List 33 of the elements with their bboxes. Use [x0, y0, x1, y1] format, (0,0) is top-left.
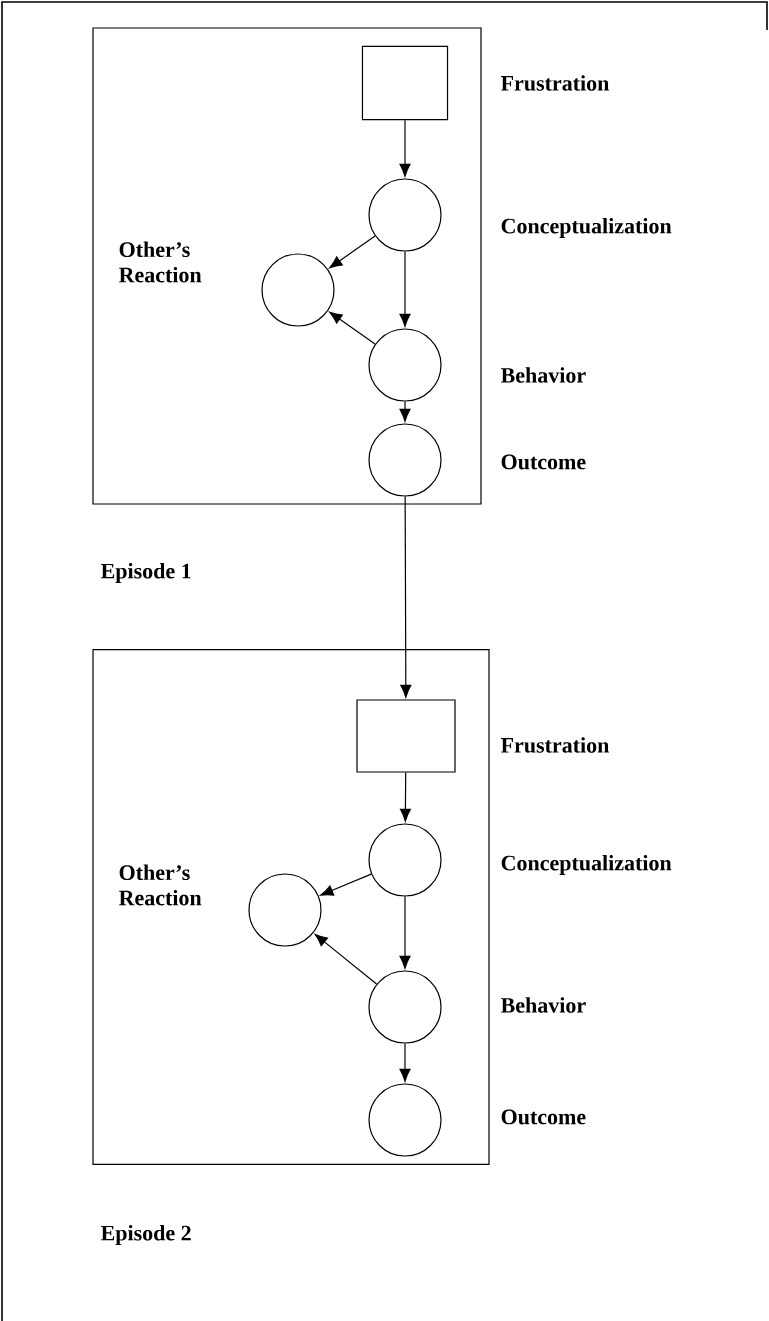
node-label: Episode 1 [100, 563, 191, 583]
node-label: Frustration [501, 737, 610, 753]
arrow [399, 401, 411, 422]
arrow [399, 119, 411, 177]
node-label: Other’s Reaction [119, 864, 202, 906]
square-node [356, 699, 456, 773]
node-label: Outcome [501, 454, 586, 470]
node-label: Frustration [501, 75, 610, 91]
arrow [399, 772, 411, 822]
arrow [400, 496, 412, 698]
node-label: Conceptualization [501, 218, 672, 238]
arrow [329, 311, 376, 345]
node-label: Behavior [500, 367, 586, 383]
circle-node [368, 1083, 442, 1157]
arrow [399, 896, 411, 969]
node-label: Conceptualization [501, 855, 672, 875]
circle-node [368, 423, 442, 497]
node-label: Behavior [500, 997, 586, 1013]
circle-node [261, 253, 335, 327]
circle-node [368, 823, 442, 897]
arrow [329, 235, 376, 269]
circle-node [248, 873, 322, 947]
circle-node [368, 328, 442, 402]
arrow [399, 1043, 411, 1082]
circle-node [368, 970, 442, 1044]
arrow [320, 873, 372, 896]
square-node [361, 45, 449, 121]
node-label: Other’s Reaction [119, 241, 202, 283]
arrow [314, 933, 378, 985]
arrow [399, 251, 411, 327]
node-label: Episode 2 [100, 1225, 191, 1245]
node-label: Outcome [501, 1109, 586, 1125]
circle-node [368, 178, 442, 252]
